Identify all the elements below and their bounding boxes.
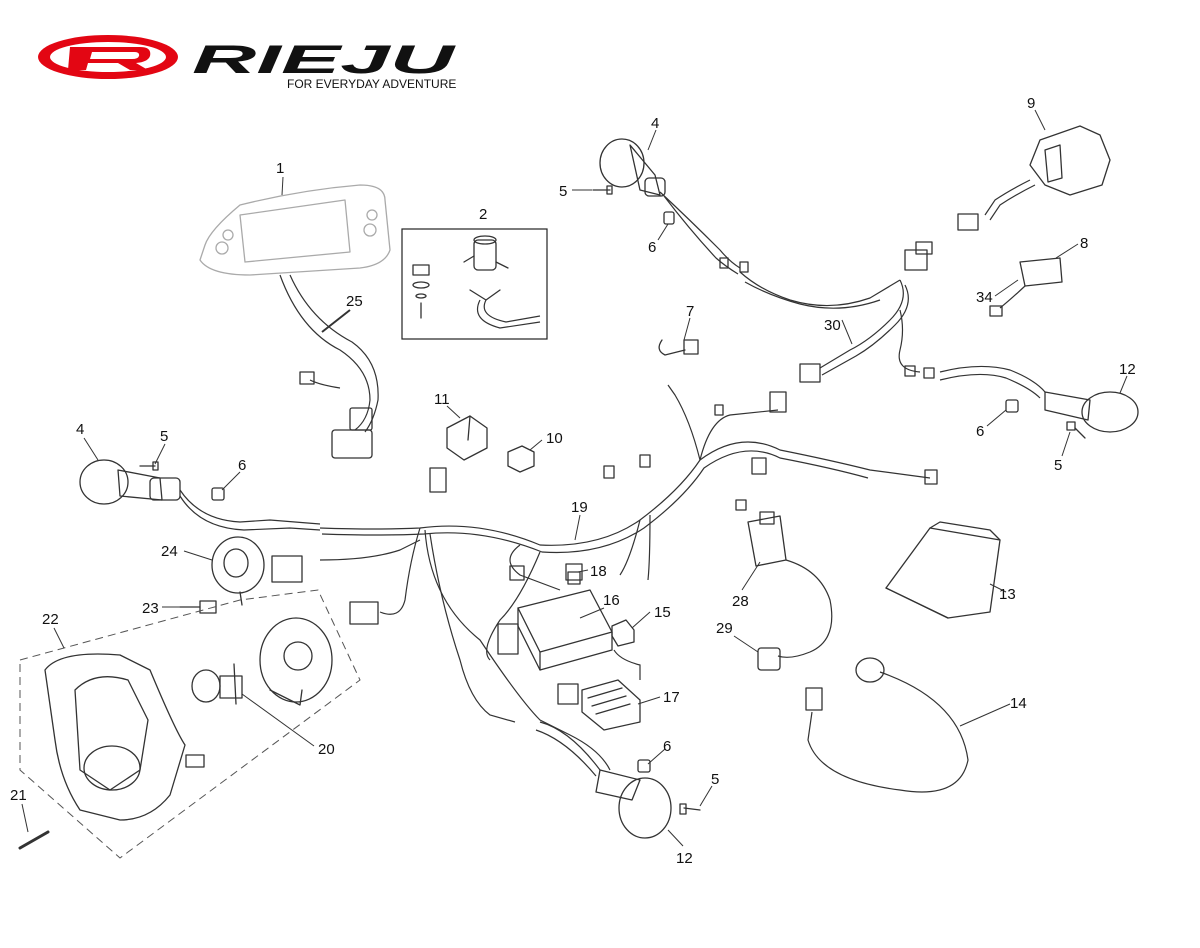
callout-1: 1 (276, 160, 284, 177)
callout-20: 20 (318, 741, 335, 758)
logo-tagline: FOR EVERYDAY ADVENTURE (287, 77, 456, 91)
callout-29: 29 (716, 620, 733, 637)
callout-16: 16 (603, 592, 620, 609)
battery (885, 521, 1001, 619)
callout-19: 19 (571, 499, 588, 516)
headlight-assembly (19, 589, 361, 859)
screw-5-bottom (679, 803, 701, 815)
callout-5-right: 5 (1054, 457, 1062, 474)
indicator-rear-left (535, 721, 672, 839)
callout-10: 10 (546, 430, 563, 447)
callout-21: 21 (10, 787, 27, 804)
relay-10 (507, 445, 535, 473)
screw-5-right (1066, 421, 1086, 439)
tail-light (957, 125, 1111, 231)
harness-connector (331, 429, 373, 459)
indicator-rear-right (939, 365, 1139, 433)
relay-11 (446, 415, 488, 461)
callout-6-right: 6 (976, 423, 984, 440)
callout-15: 15 (654, 604, 671, 621)
license-plate-light (989, 257, 1063, 317)
callout-30: 30 (824, 317, 841, 334)
callout-6-top: 6 (648, 239, 656, 256)
nut-6-top (663, 211, 675, 225)
callout-leaders (21, 109, 1128, 847)
spark-plug-cap (757, 647, 781, 671)
screw-21 (18, 830, 50, 850)
callout-13: 13 (999, 586, 1016, 603)
callout-2: 2 (479, 206, 487, 223)
relay-18 (565, 563, 583, 581)
callout-5-bottom: 5 (711, 771, 719, 788)
main-wiring-harness (319, 384, 938, 771)
ignition-switch-inset (401, 228, 548, 340)
bolt-23 (179, 600, 217, 614)
callout-12-top: 12 (1119, 361, 1136, 378)
callout-17: 17 (663, 689, 680, 706)
screw-5-top (592, 185, 613, 195)
callout-24: 24 (161, 543, 178, 560)
indicator-front-right (599, 138, 741, 275)
instrument-cluster (199, 184, 391, 276)
callout-6-left: 6 (238, 457, 246, 474)
callout-28: 28 (732, 593, 749, 610)
instrument-harness (279, 274, 379, 459)
callout-34: 34 (976, 289, 993, 306)
callout-23: 23 (142, 600, 159, 617)
callout-14: 14 (1010, 695, 1027, 712)
callout-12-bottom: 12 (676, 850, 693, 867)
nut-6-bottom (637, 759, 651, 773)
callout-22: 22 (42, 611, 59, 628)
callout-8: 8 (1080, 235, 1088, 252)
callout-6-bottom: 6 (663, 738, 671, 755)
cable-clip (658, 339, 699, 356)
regulator-17 (557, 649, 641, 731)
indicator-front-left (79, 459, 321, 531)
callout-25: 25 (346, 293, 363, 310)
horn (211, 536, 303, 606)
bulb-holder (259, 617, 333, 706)
nut-6-left (211, 487, 225, 501)
relay-15 (611, 619, 635, 647)
callout-11: 11 (434, 391, 450, 408)
callout-9: 9 (1027, 95, 1035, 112)
sensor-cable (805, 657, 969, 793)
logo-wordmark: RIEJU (192, 38, 456, 82)
callout-4-top: 4 (651, 115, 659, 132)
brand-logo: RIEJU FOR EVERYDAY ADVENTURE (38, 35, 456, 91)
bulb (191, 663, 243, 705)
nut-6-right (1005, 399, 1019, 413)
callout-5-top: 5 (559, 183, 567, 200)
callout-5-left: 5 (160, 428, 168, 445)
rear-harness (719, 241, 935, 383)
callout-labels: 1 2 4 5 6 9 8 34 7 30 25 12 6 5 11 10 4 … (10, 95, 1136, 867)
callout-7: 7 (686, 303, 694, 320)
callout-4-left: 4 (76, 421, 84, 438)
ignition-coil (735, 499, 833, 658)
callout-18: 18 (590, 563, 607, 580)
